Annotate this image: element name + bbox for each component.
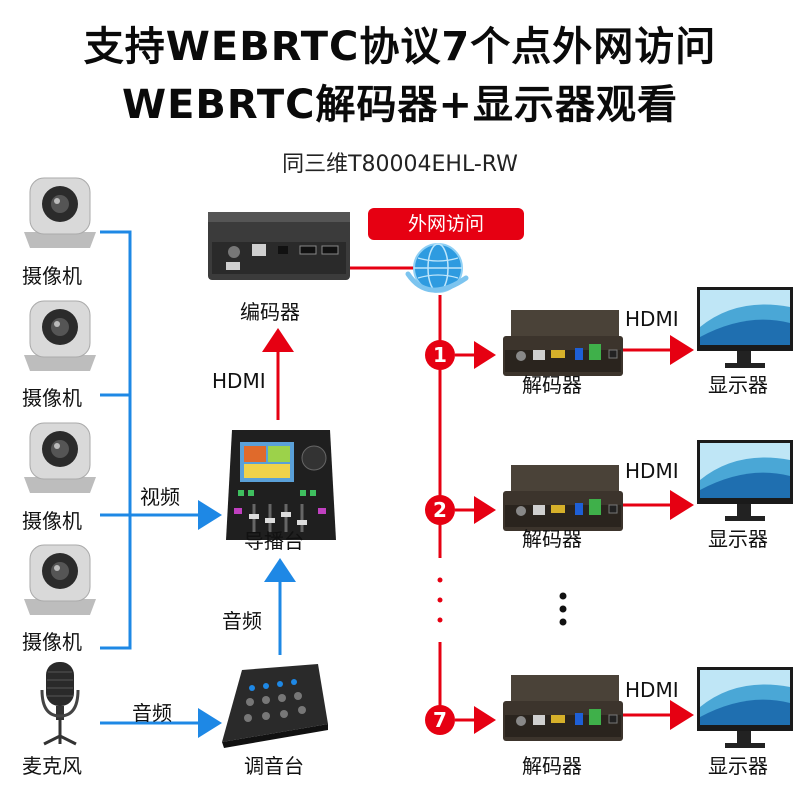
decoder-device-2 bbox=[503, 465, 623, 531]
hdmi-label-1: HDMI bbox=[625, 307, 679, 331]
decoder-device-7 bbox=[503, 675, 623, 741]
video-arrow bbox=[198, 500, 222, 530]
camera-label-4: 摄像机 bbox=[22, 630, 82, 654]
mixer-audio-arrow bbox=[264, 558, 296, 582]
title-line-1: 支持WEBRTC协议7个点外网访问 bbox=[83, 24, 717, 70]
switcher-device bbox=[226, 430, 336, 540]
display-label-1: 显示器 bbox=[708, 373, 768, 397]
monitor-icon-2 bbox=[697, 440, 793, 521]
monitor-icon-7 bbox=[697, 667, 793, 748]
camera-label-2: 摄像机 bbox=[22, 386, 82, 410]
branch-arrow-7 bbox=[474, 706, 496, 734]
display-label-7: 显示器 bbox=[708, 754, 768, 778]
hdmi-arrow-7 bbox=[670, 700, 694, 730]
display-label-2: 显示器 bbox=[708, 527, 768, 551]
monitor-icon-1 bbox=[697, 287, 793, 368]
branch-arrow-2 bbox=[474, 496, 496, 524]
video-label: 视频 bbox=[140, 485, 180, 509]
mixer-label: 调音台 bbox=[244, 754, 304, 778]
internet-globe-icon bbox=[405, 243, 469, 293]
decoder-label-1: 解码器 bbox=[522, 373, 582, 397]
mixer-audio-label: 音频 bbox=[222, 609, 262, 633]
encoder-device bbox=[208, 212, 350, 280]
hdmi-arrow-2 bbox=[670, 490, 694, 520]
decoder-label-2: 解码器 bbox=[522, 527, 582, 551]
mic-audio-arrow bbox=[198, 708, 222, 738]
node-circle-2 bbox=[425, 495, 455, 525]
camera-icon bbox=[24, 177, 96, 248]
node-number-2: 2 bbox=[433, 498, 447, 522]
node-circle-1 bbox=[425, 340, 455, 370]
node-number-7: 7 bbox=[433, 708, 447, 732]
camera-label-3: 摄像机 bbox=[22, 509, 82, 533]
hdmi-up-arrow bbox=[262, 328, 294, 352]
more-decoders-ellipsis bbox=[559, 592, 567, 626]
internet-access-badge: 外网访问 bbox=[368, 208, 524, 240]
decoder-device-1 bbox=[503, 310, 623, 376]
camera-bus-line bbox=[100, 230, 200, 650]
branch-arrow-1 bbox=[474, 341, 496, 369]
encoder-label: 编码器 bbox=[240, 300, 300, 324]
camera-icon bbox=[24, 422, 96, 493]
hdmi-label-center: HDMI bbox=[212, 369, 266, 393]
camera-icon bbox=[24, 300, 96, 371]
node-circle-7 bbox=[425, 705, 455, 735]
camera-icon bbox=[24, 544, 96, 615]
camera-label-1: 摄像机 bbox=[22, 264, 82, 288]
microphone-label: 麦克风 bbox=[22, 754, 82, 778]
microphone-icon bbox=[40, 662, 80, 746]
hdmi-arrow-1 bbox=[670, 335, 694, 365]
hdmi-label-2: HDMI bbox=[625, 459, 679, 483]
title-line-2: WEBRTC解码器+显示器观看 bbox=[121, 82, 679, 128]
hdmi-label-7: HDMI bbox=[625, 678, 679, 702]
mic-audio-label: 音频 bbox=[132, 701, 172, 725]
audio-mixer-device bbox=[222, 664, 328, 748]
switcher-label: 导播台 bbox=[244, 529, 304, 553]
decoder-label-7: 解码器 bbox=[522, 754, 582, 778]
node-number-1: 1 bbox=[433, 343, 447, 367]
model-subtitle: 同三维T80004EHL-RW bbox=[282, 152, 518, 177]
